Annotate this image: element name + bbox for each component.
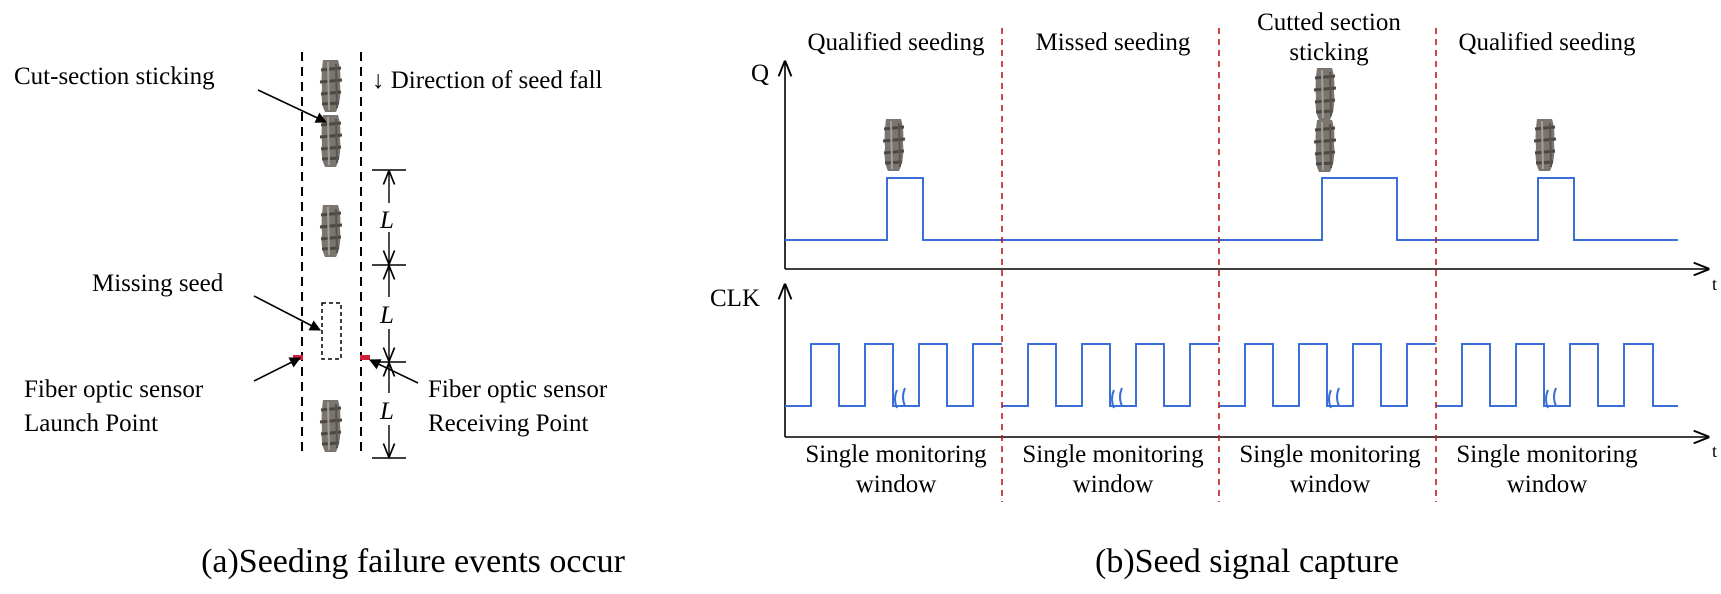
clk-signal-trace (1436, 343, 1678, 407)
signal-seed-icon (1532, 117, 1558, 173)
monitoring-window-label: Single monitoring (1456, 441, 1638, 468)
missing-seed-outline (321, 302, 342, 360)
cut-section-sticking-label: Cut-section sticking (14, 63, 215, 90)
clk-signal-trace (785, 343, 1002, 407)
segment-title: Cutted section (1257, 9, 1401, 36)
panel-a-caption: (a)Seeding failure events occur (201, 543, 626, 580)
monitoring-window-label: Single monitoring (1239, 441, 1421, 468)
panel-a: Cut-section sticking ↓ Direction of seed… (14, 52, 626, 580)
direction-of-seed-fall-label: ↓ Direction of seed fall (372, 67, 603, 94)
sensor-receive-point (360, 355, 370, 360)
sensor-launch-label-line1: Fiber optic sensor (24, 376, 204, 403)
q-time-label: t (1712, 274, 1717, 294)
q-axis-label: Q (751, 60, 769, 87)
seed-cut-section-lower (318, 113, 344, 169)
q-signal-trace (785, 177, 1678, 241)
clk-break-icon (1328, 387, 1340, 409)
monitoring-window-label: Single monitoring (1022, 441, 1204, 468)
sensor-launch-label-line2: Launch Point (24, 410, 158, 437)
dim-label-2: L (379, 302, 394, 329)
dimension-markers: L L L (372, 169, 406, 459)
clk-signal-trace (1002, 343, 1219, 407)
monitoring-window-label: window (1290, 471, 1371, 498)
seed-normal (318, 203, 344, 259)
sensor-receive-label-line2: Receiving Point (428, 410, 588, 437)
monitoring-window-label: Single monitoring (805, 441, 987, 468)
monitoring-window-label: window (1073, 471, 1154, 498)
signal-seed-icon (1312, 118, 1338, 174)
signal-seed-icon (881, 117, 907, 173)
dim-label-3: L (379, 398, 394, 425)
panel-b-caption: (b)Seed signal capture (1095, 543, 1399, 580)
seed-below-sensor (318, 398, 344, 454)
dim-label-1: L (379, 207, 394, 234)
segment-title: sticking (1289, 39, 1369, 66)
missing-seed-pointer (253, 295, 321, 331)
monitoring-window-label: window (1507, 471, 1588, 498)
sensor-receive-pointer (368, 359, 419, 384)
seed-cut-section-upper (318, 58, 344, 114)
clk-break-icon (1545, 387, 1557, 409)
cut-section-pointer (257, 89, 328, 123)
segment-title: Missed seeding (1036, 29, 1191, 56)
segment-title: Qualified seeding (1458, 29, 1636, 56)
signal-seed-icon (1312, 66, 1338, 122)
clk-axis-label: CLK (710, 285, 760, 312)
clk-signal-trace (1219, 343, 1436, 407)
clk-break-icon (894, 387, 906, 409)
monitoring-window-label: window (856, 471, 937, 498)
clk-break-icon (1111, 387, 1123, 409)
segment-title: Qualified seeding (807, 29, 985, 56)
clk-time-label: t (1712, 441, 1717, 461)
sensor-launch-pointer (253, 357, 302, 382)
sensor-receive-label-line1: Fiber optic sensor (428, 376, 608, 403)
missing-seed-label: Missing seed (92, 270, 224, 297)
